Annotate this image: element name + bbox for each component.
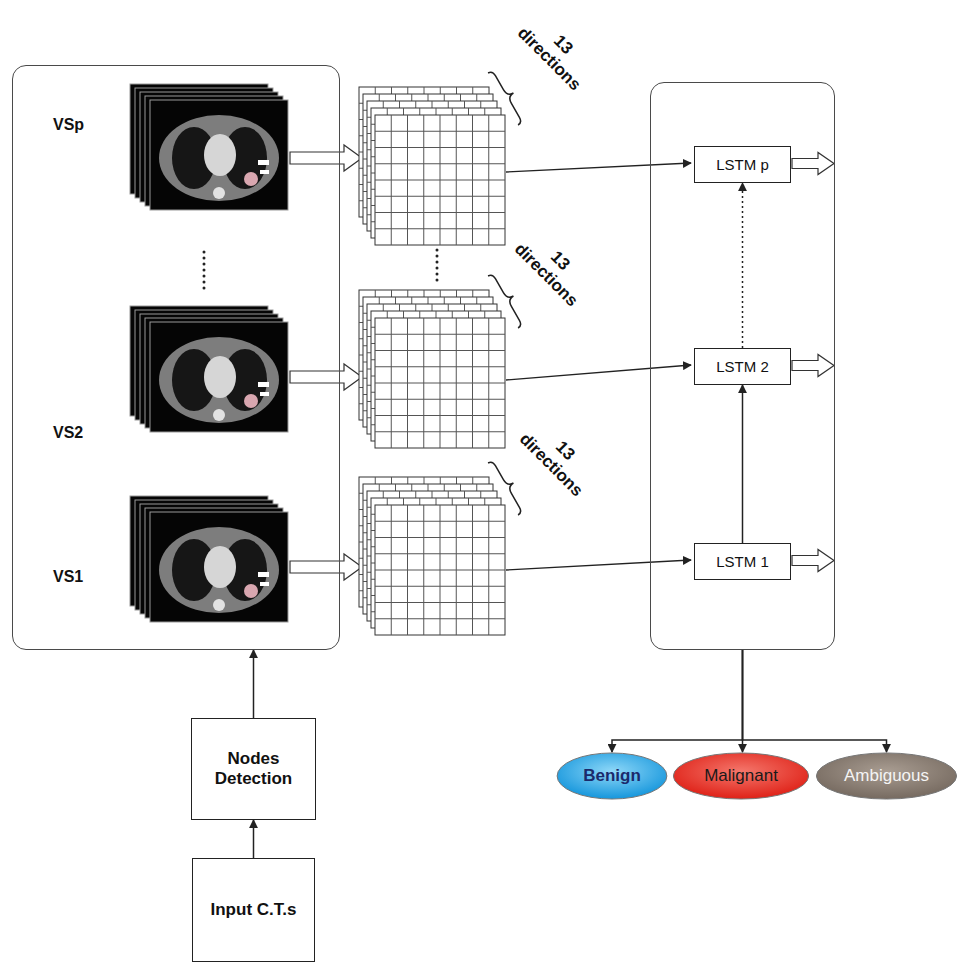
output-arrow — [792, 153, 834, 175]
input-box: Input C.T.s — [192, 858, 315, 962]
class-oval: Ambiguous — [815, 752, 958, 800]
stack-label: VS2 — [53, 424, 83, 442]
stack-label: VS1 — [53, 568, 83, 586]
output-arrow — [792, 550, 834, 572]
box-label: LSTM p — [716, 156, 769, 173]
direction-label: 13 directions — [505, 220, 601, 316]
block-arrow — [290, 145, 362, 171]
box-label: Nodes Detection — [198, 749, 309, 789]
oval-shape — [816, 753, 956, 799]
ellipsis-dots — [436, 255, 439, 258]
feature-line — [506, 163, 691, 172]
ellipsis-dots — [203, 263, 206, 266]
direction-grid-stack — [375, 505, 505, 635]
direction-grid-stack — [375, 318, 505, 448]
ct-stack — [130, 496, 288, 622]
connector — [612, 650, 743, 752]
output-arrow — [792, 355, 834, 377]
oval-shape — [557, 753, 667, 799]
feature-line — [506, 365, 691, 380]
input-panel: VSpVS2VS1 — [12, 65, 340, 650]
ellipsis-dots — [436, 279, 439, 282]
ellipsis-dots — [203, 257, 206, 260]
process-box: Nodes Detection — [191, 718, 316, 820]
connector — [253, 650, 255, 718]
ct-stack — [130, 84, 288, 210]
ellipsis-dots — [203, 281, 206, 284]
lstm-box: LSTM 1 — [694, 543, 791, 580]
connector — [742, 385, 744, 543]
connector — [742, 183, 744, 348]
ellipsis-dots — [203, 249, 439, 290]
connector — [253, 820, 255, 858]
class-oval: Malignant — [672, 752, 810, 800]
block-arrow — [290, 554, 362, 580]
oval-shape — [673, 753, 808, 799]
ellipsis-dots — [203, 251, 206, 254]
block-arrow — [290, 364, 362, 390]
feature-line — [506, 560, 691, 570]
ct-stack — [130, 306, 288, 432]
ct-stack — [150, 100, 288, 210]
curly-brace — [488, 67, 528, 125]
direction-label: 13 directions — [508, 4, 604, 100]
ellipsis-dots — [436, 249, 439, 252]
ellipsis-dots — [203, 275, 206, 278]
box-label: LSTM 2 — [716, 358, 769, 375]
stack-label: VSp — [53, 116, 84, 134]
class-label: Benign — [583, 766, 641, 786]
box-label: Input C.T.s — [211, 900, 297, 920]
ellipsis-dots — [436, 267, 439, 270]
connector — [743, 650, 887, 752]
direction-grid-stack — [359, 290, 505, 448]
class-oval: Benign — [556, 752, 668, 800]
direction-label: 13 directions — [510, 410, 606, 506]
class-label: Ambiguous — [844, 766, 929, 786]
direction-grid-stack — [359, 87, 505, 245]
direction-grid-stack — [359, 477, 505, 635]
ellipsis-dots — [436, 261, 439, 264]
ellipsis-dots — [436, 273, 439, 276]
output-arrow — [792, 153, 834, 572]
curly-brace — [488, 270, 528, 328]
lstm-box: LSTM p — [694, 146, 791, 183]
curly-brace — [488, 457, 528, 515]
block-arrow — [290, 145, 362, 580]
ct-stack — [150, 322, 288, 432]
direction-grid-stack — [375, 115, 505, 245]
lstm-panel: LSTM p LSTM 2 LSTM 1 — [650, 82, 835, 650]
box-label: LSTM 1 — [716, 553, 769, 570]
ellipsis-dots — [203, 269, 206, 272]
ellipsis-dots — [203, 287, 206, 290]
lstm-box: LSTM 2 — [694, 348, 791, 385]
class-label: Malignant — [704, 766, 778, 786]
ct-stack — [150, 512, 288, 622]
feature-line — [506, 163, 691, 570]
